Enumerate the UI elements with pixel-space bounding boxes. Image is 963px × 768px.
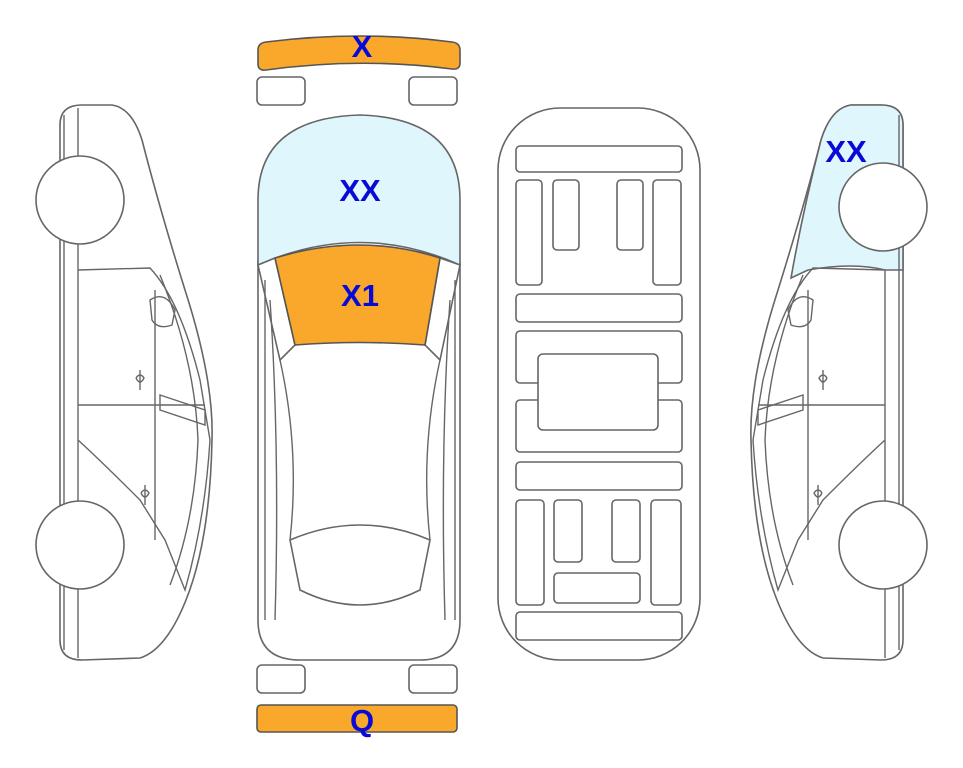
windshield-damage bbox=[274, 244, 441, 346]
right-side-view bbox=[750, 104, 928, 661]
front-bumper-label: X bbox=[352, 29, 373, 64]
front-bumper-damage bbox=[257, 35, 461, 71]
windshield-label: X1 bbox=[341, 278, 379, 313]
left-side-view bbox=[35, 104, 213, 661]
underside-view bbox=[497, 107, 701, 661]
hood-damage bbox=[257, 114, 461, 267]
rear-bumper-damage bbox=[256, 704, 458, 733]
right-front-fender-label: XX bbox=[825, 134, 867, 169]
left-front-wheel bbox=[35, 155, 125, 245]
top-view bbox=[256, 35, 461, 733]
rear-bumper-label: Q bbox=[350, 703, 374, 738]
left-rear-wheel bbox=[35, 500, 125, 590]
hood-label: XX bbox=[339, 173, 381, 208]
